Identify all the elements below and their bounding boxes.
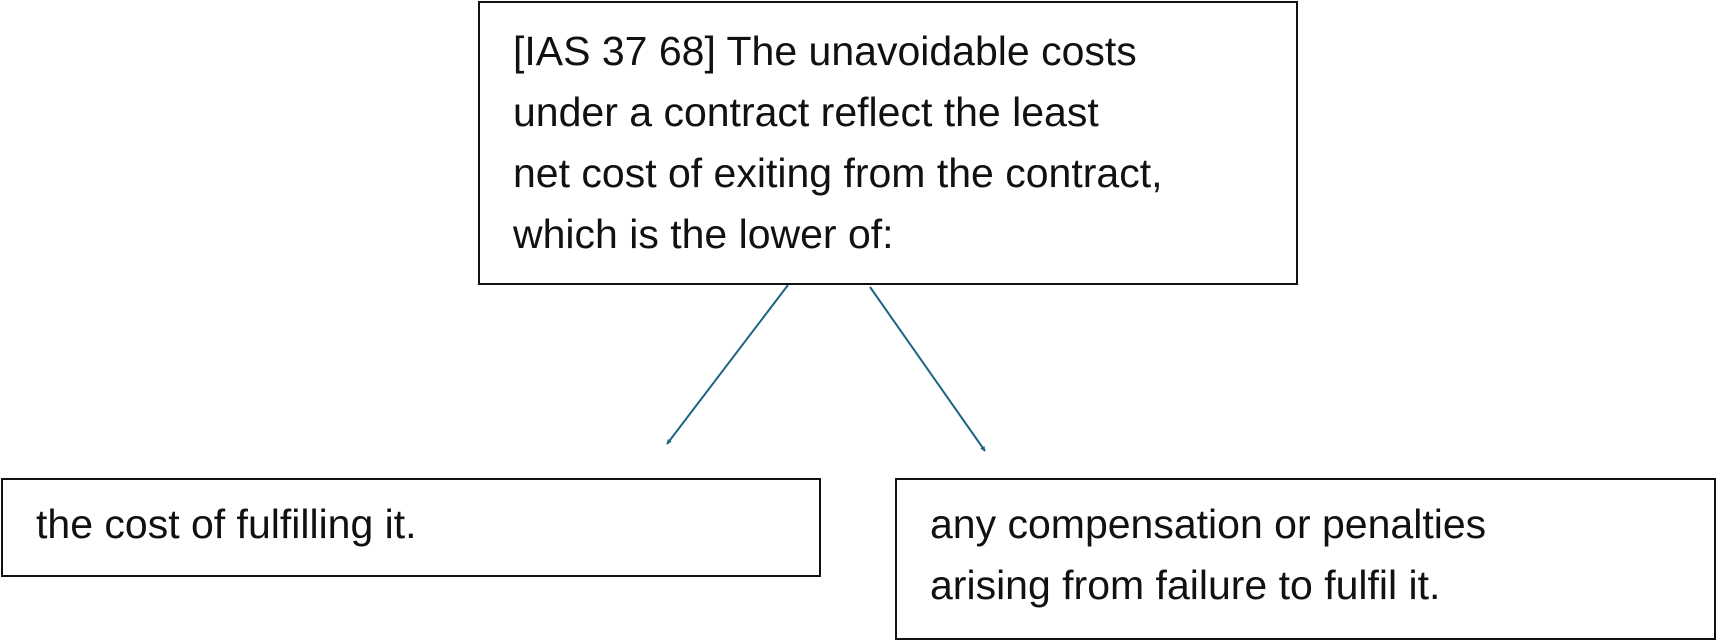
- compensation-penalties-box: any compensation or penalties arising fr…: [895, 478, 1716, 640]
- box-line: arising from failure to fulfil it.: [930, 562, 1441, 608]
- box-line: which is the lower of:: [513, 211, 894, 257]
- box-line: [IAS 37 68] The unavoidable costs: [513, 28, 1137, 74]
- box-line: under a contract reflect the least: [513, 89, 1099, 135]
- box-line: any compensation or penalties: [930, 501, 1487, 547]
- unavoidable-costs-box: [IAS 37 68] The unavoidable costs under …: [478, 1, 1298, 285]
- box-line: the cost of fulfilling it.: [36, 501, 417, 547]
- box-line: net cost of exiting from the contract,: [513, 150, 1163, 196]
- cost-of-fulfilling-box: the cost of fulfilling it.: [1, 478, 821, 577]
- arrow-to-right-box: [869, 286, 986, 452]
- arrow-to-left-box: [666, 284, 789, 445]
